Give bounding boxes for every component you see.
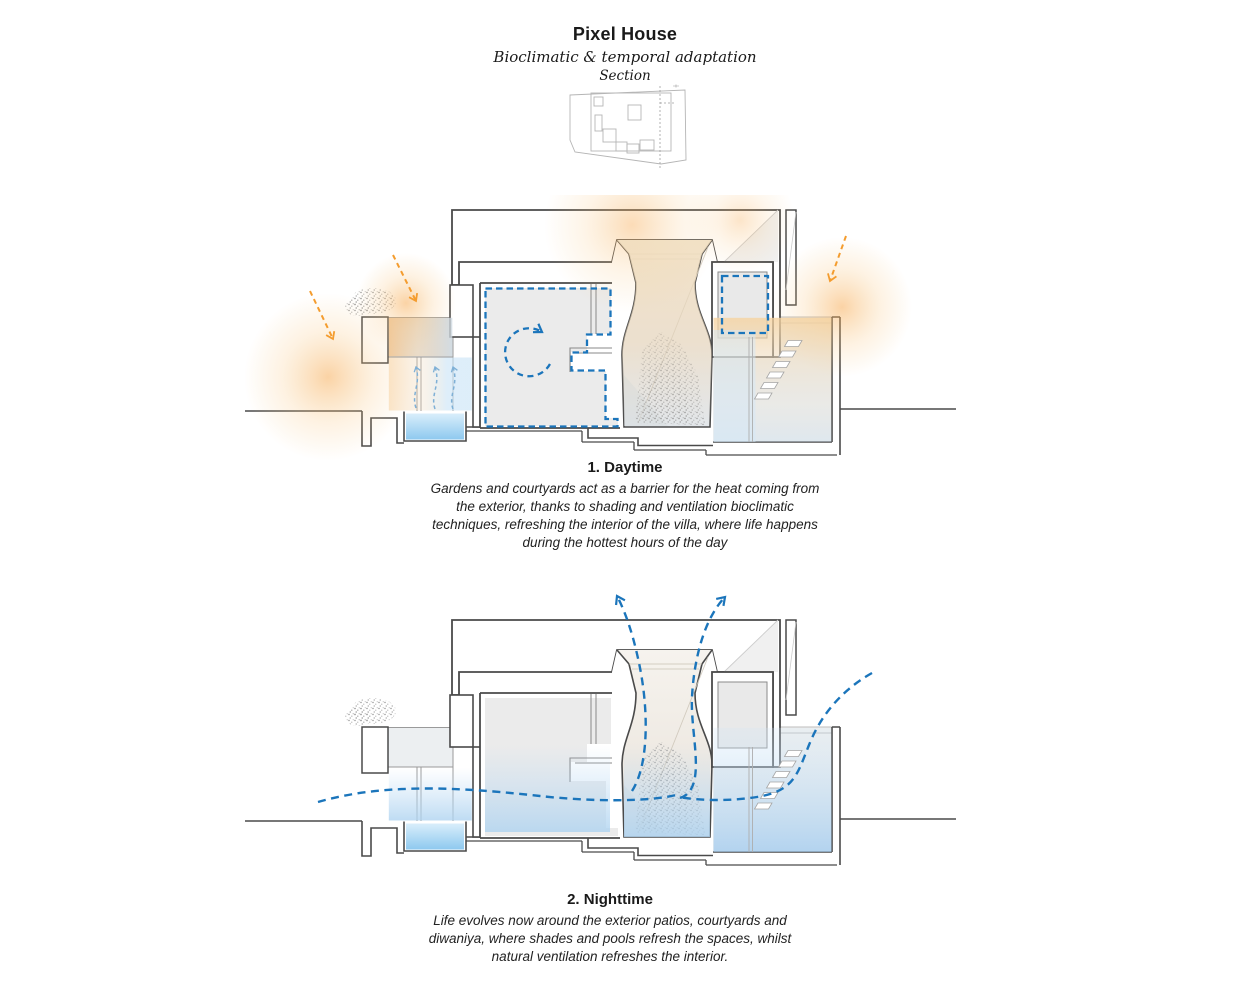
cooled-room-outline bbox=[484, 287, 619, 428]
daytime-section-diagram bbox=[244, 195, 957, 461]
section-marker bbox=[673, 84, 679, 88]
nighttime-heading: 2. Nighttime bbox=[567, 891, 653, 908]
breeze-in-left-arrow bbox=[317, 787, 681, 804]
room-cool-wash bbox=[485, 745, 610, 832]
site-plan-thumbnail bbox=[569, 84, 687, 168]
drawing-type-label: Section bbox=[599, 68, 651, 84]
evaporative-cooling-arrows bbox=[413, 365, 458, 410]
daytime-text: Gardens and courtyards act as a barrier … bbox=[430, 481, 820, 550]
daytime-heading: 1. Daytime bbox=[587, 459, 663, 476]
daytime-overlays bbox=[244, 195, 912, 461]
site-boundary bbox=[569, 89, 687, 165]
nighttime-text: Life evolves now around the exterior pat… bbox=[428, 913, 792, 964]
cooled-room-outline-right bbox=[720, 274, 770, 335]
courtyard-cool-pocket bbox=[713, 330, 756, 442]
under-terrace-wash bbox=[388, 357, 472, 411]
section-cut-line bbox=[659, 86, 675, 168]
funnel-heat-wash bbox=[617, 240, 712, 427]
heat-arrow-icon bbox=[827, 235, 847, 283]
page-subtitle: Bioclimatic & temporal adaptation bbox=[493, 48, 757, 66]
funnel-cool-wash bbox=[624, 745, 710, 837]
ventilation-loop-icon bbox=[503, 323, 552, 378]
nighttime-caption: 2. Nighttime Life evolves now around the… bbox=[410, 891, 810, 966]
header: Pixel House Bioclimatic & temporal adapt… bbox=[0, 24, 1250, 84]
nighttime-overlays bbox=[317, 594, 873, 853]
heat-arrows bbox=[309, 235, 847, 341]
nighttime-section-diagram bbox=[244, 594, 957, 866]
daytime-caption: 1. Daytime Gardens and courtyards act as… bbox=[425, 459, 825, 552]
terrace-heat-wash bbox=[388, 317, 453, 357]
under-terrace-cool-wash bbox=[388, 767, 472, 821]
page-title: Pixel House bbox=[572, 24, 678, 44]
night-airflow-arrows bbox=[317, 594, 873, 804]
airflow-up-left-arrow bbox=[614, 594, 647, 792]
courtyard-cool-wash bbox=[713, 727, 832, 852]
plan-outline bbox=[590, 92, 672, 152]
